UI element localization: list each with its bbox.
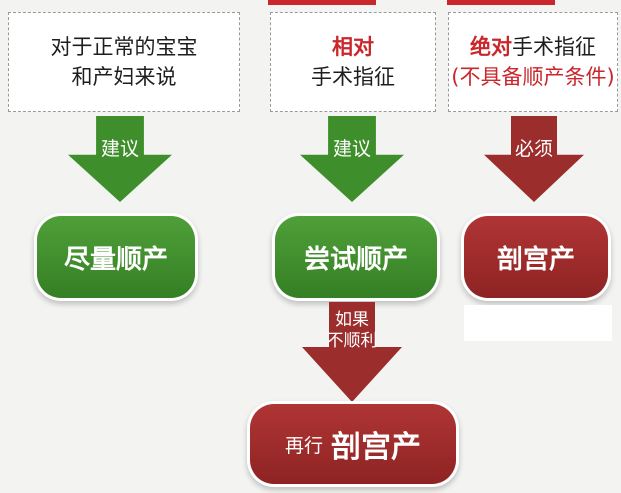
result-pill-then-cesarean: 再行 剖宫产 (250, 404, 456, 484)
result-prefix: 再行 (284, 434, 323, 457)
result-pill-attempt-natural-birth: 尝试顺产 (275, 216, 437, 298)
arrow-label-suggest: 建议 (100, 138, 139, 160)
arrow-label-line: 不顺利 (326, 331, 378, 351)
condition-box-normal: 对于正常的宝宝 和产妇来说 (8, 12, 240, 112)
condition-text: 和产妇来说 (71, 65, 177, 89)
condition-text: 手术指征 (311, 65, 395, 89)
condition-note: (不具备顺产条件) (451, 65, 615, 89)
arrow-label-if-not-smooth: 如果 不顺利 (302, 310, 402, 352)
result-main: 剖宫产 (331, 430, 421, 465)
top-accent-bar-right (447, 0, 555, 5)
arrow-label-must: 必须 (514, 138, 553, 160)
arrow-label-line: 如果 (335, 310, 369, 330)
condition-box-absolute-indication: 绝对手术指征 (不具备顺产条件) (448, 12, 618, 112)
arrow-label-suggest: 建议 (332, 138, 371, 160)
result-pill-try-natural-birth: 尽量顺产 (37, 216, 195, 298)
condition-text: 手术指征 (512, 35, 596, 59)
result-pill-cesarean: 剖宫产 (464, 216, 608, 298)
condition-box-relative-indication: 相对 手术指征 (270, 12, 436, 112)
condition-text: 对于正常的宝宝 (50, 35, 198, 59)
condition-text-relative: 相对 (332, 35, 374, 59)
top-accent-bar-left (268, 0, 376, 5)
condition-line-absolute: 绝对手术指征 (470, 32, 596, 62)
background-patch (464, 305, 612, 341)
condition-text-absolute: 绝对 (470, 35, 512, 59)
